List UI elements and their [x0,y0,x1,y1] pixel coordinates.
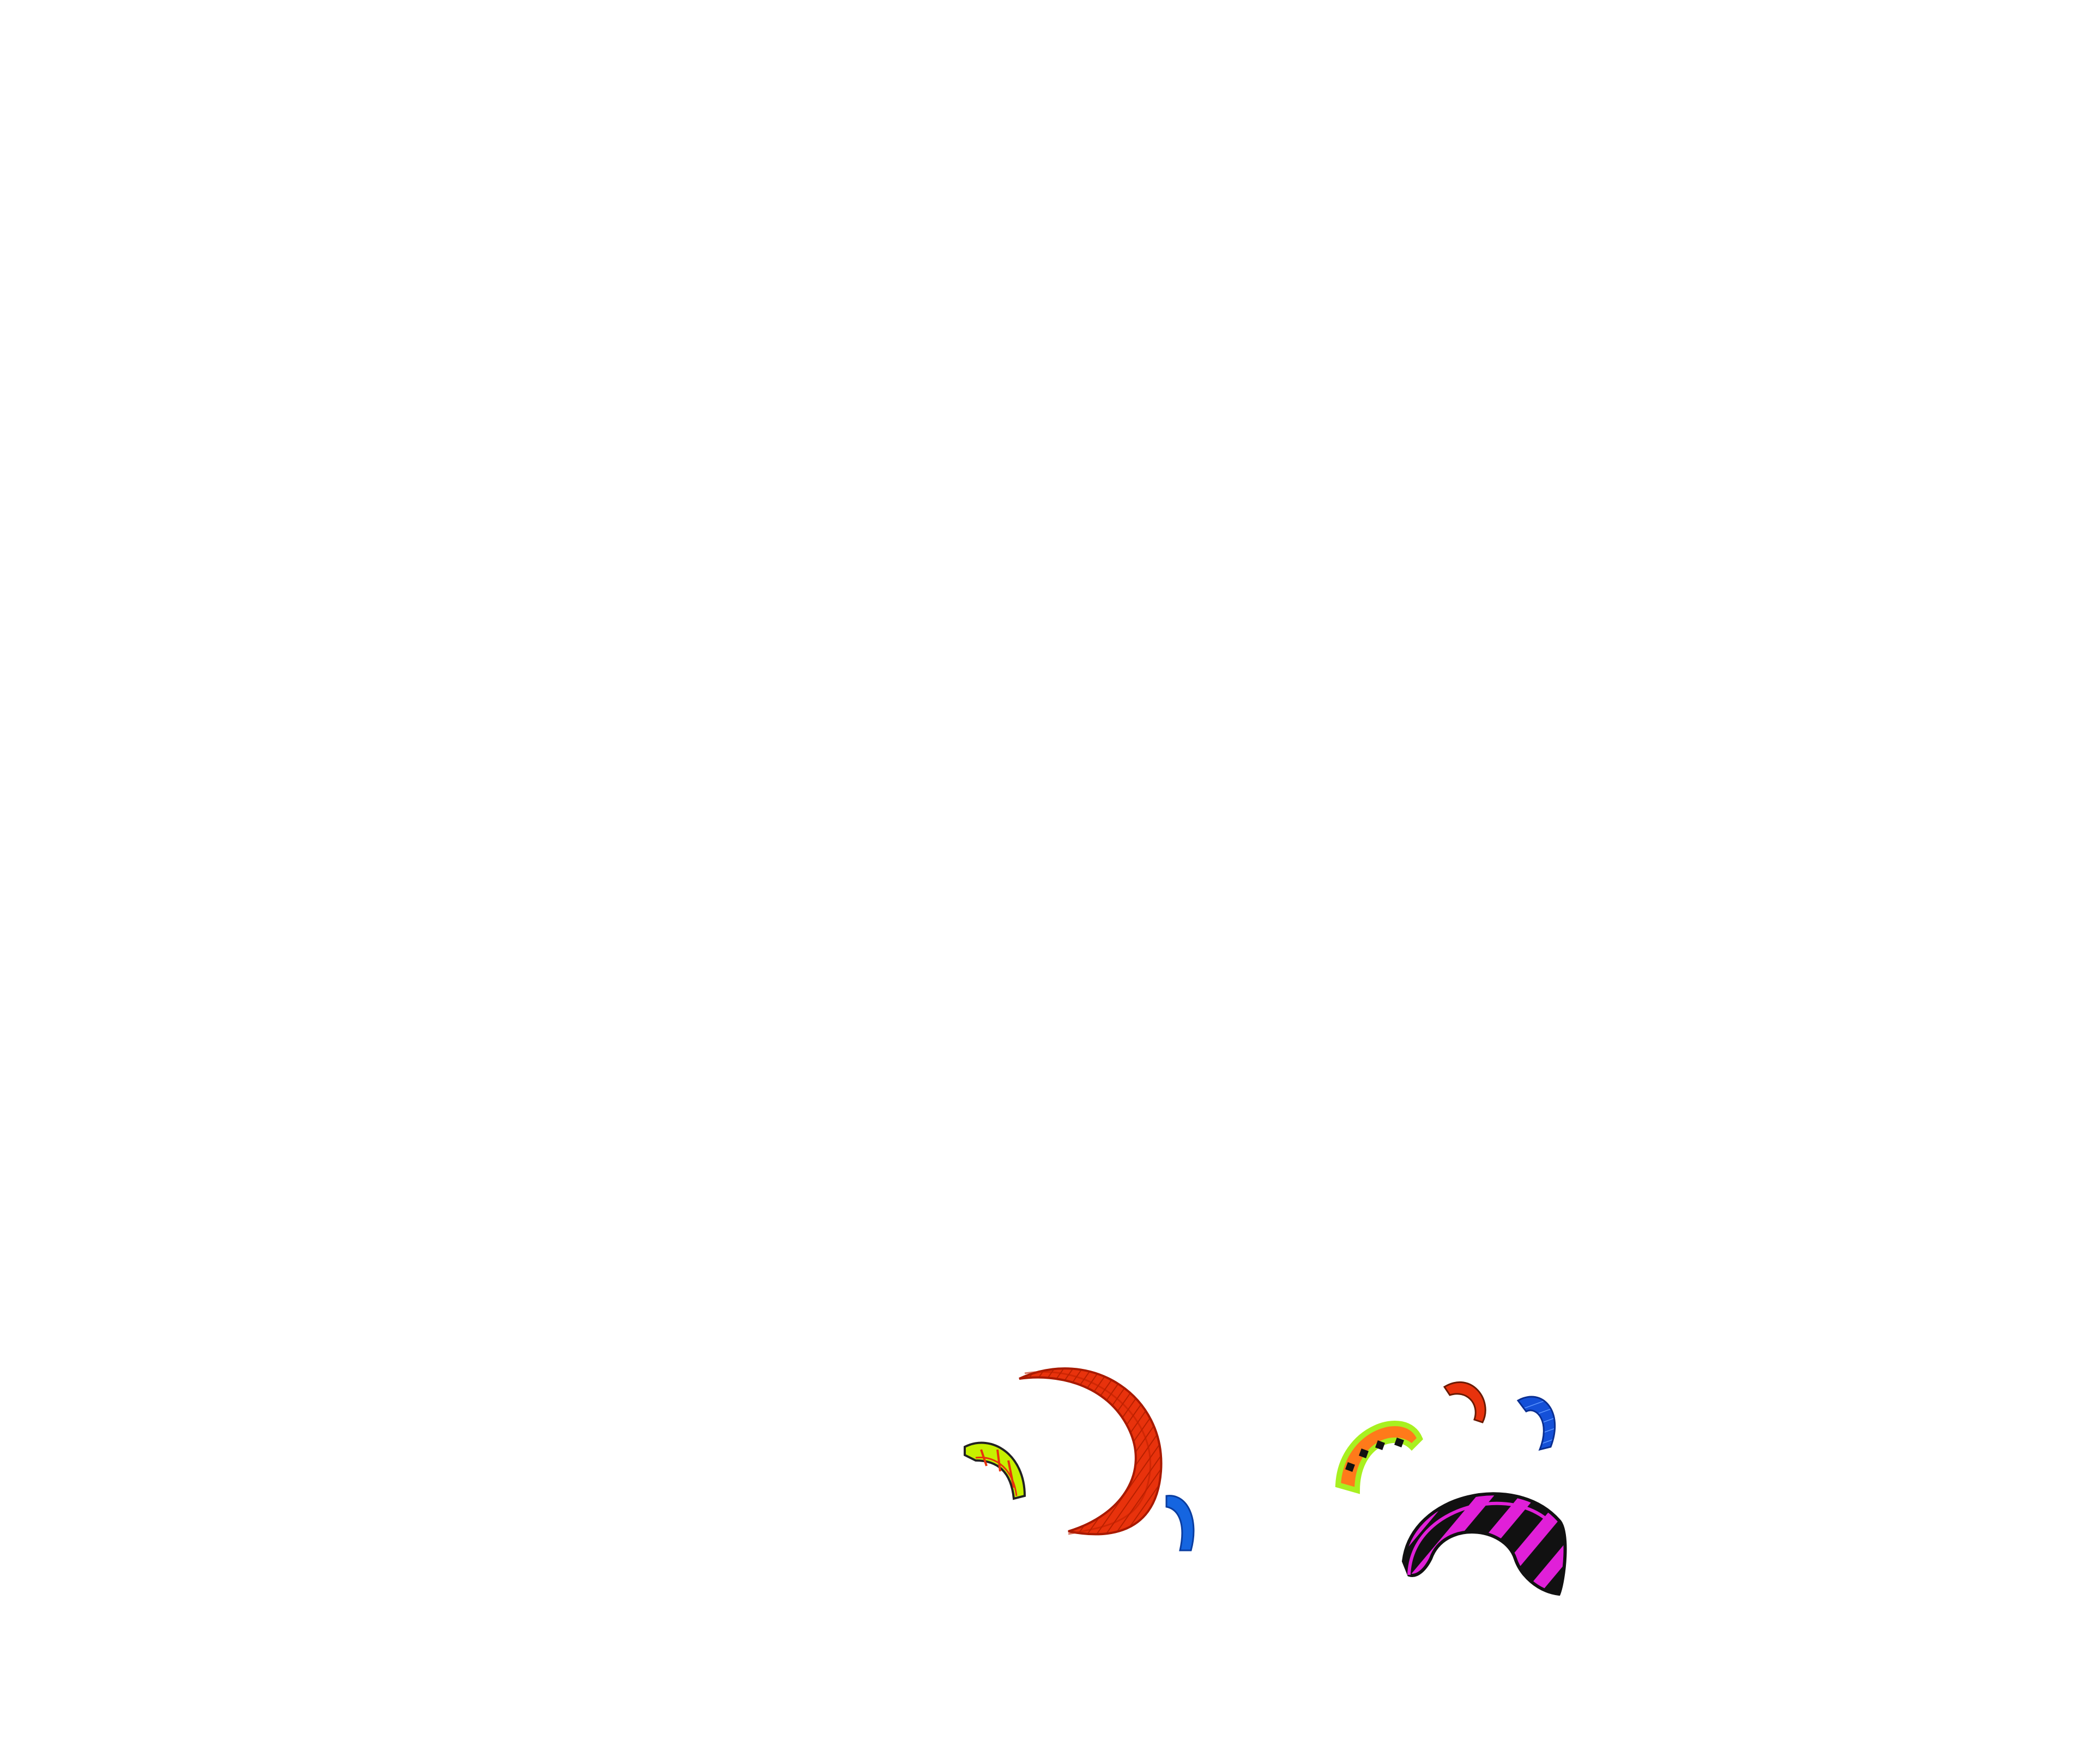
large-red-kite [1019,1367,1163,1536]
small-blue-kite-left [1165,1495,1195,1551]
blue-kite-right [1516,1396,1556,1451]
green-orange-kite [1335,1421,1423,1494]
small-red-kite [1443,1381,1486,1423]
yellow-green-kite [964,1441,1026,1500]
magenta-black-kite [1401,1492,1567,1596]
